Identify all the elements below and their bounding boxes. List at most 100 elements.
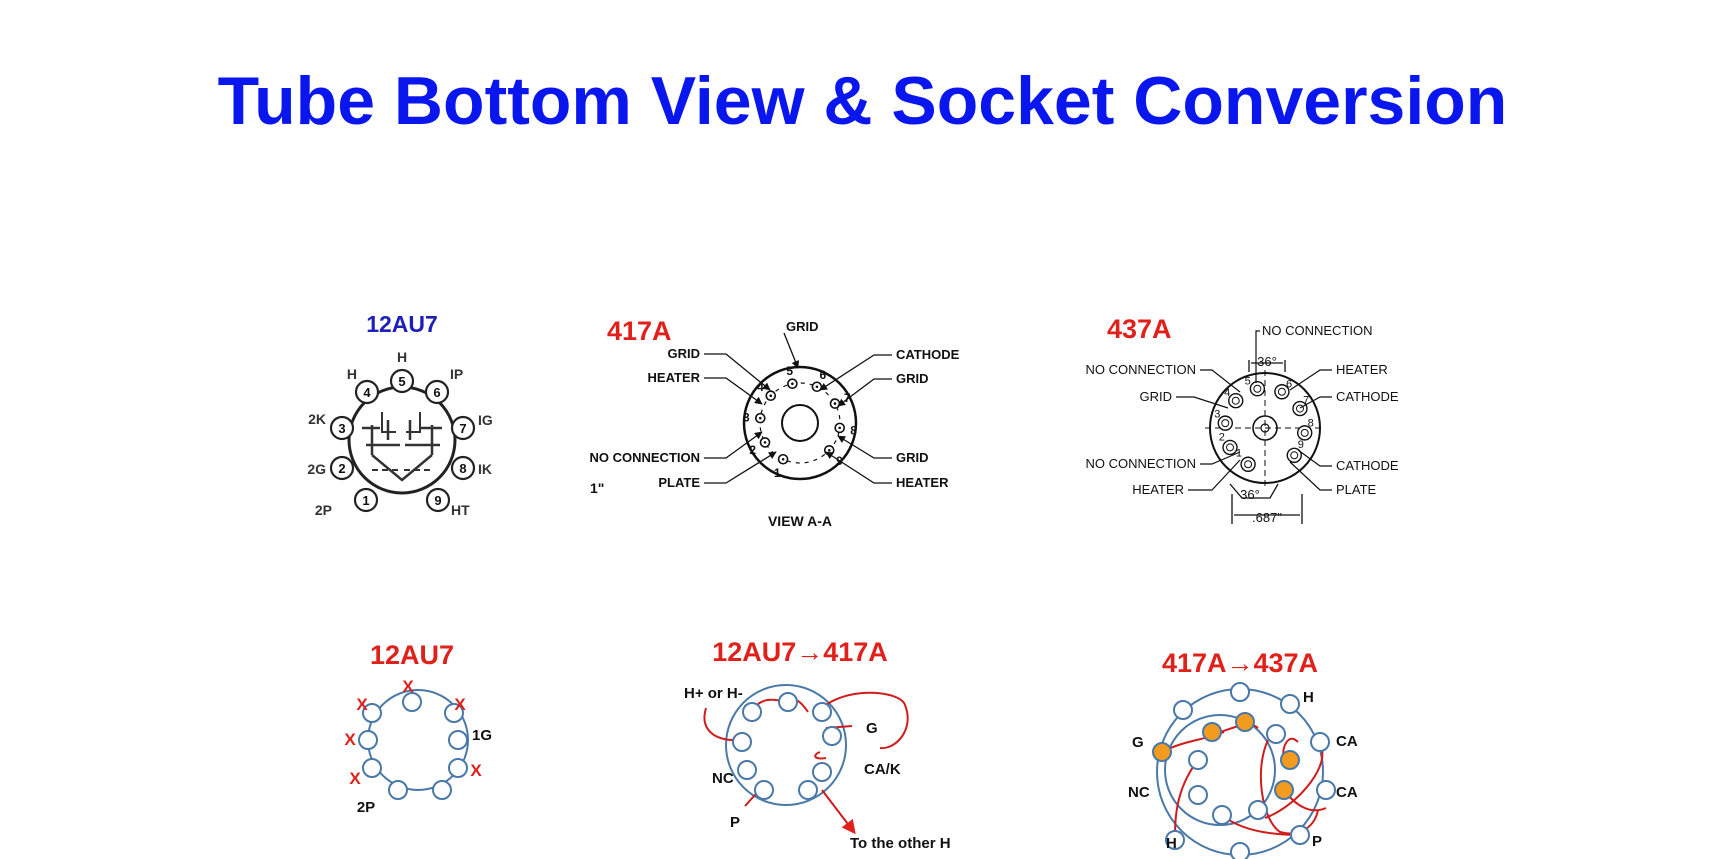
callout-leader <box>837 378 892 407</box>
pin-circle <box>448 730 468 750</box>
callout-label: GRID <box>896 371 929 386</box>
pin-label: 1G <box>472 727 492 744</box>
pin-socket <box>1286 447 1302 463</box>
pin-circle <box>389 368 415 394</box>
pin-number: 1 <box>774 466 781 480</box>
mapped-pin <box>1280 750 1300 770</box>
pin-label: CA/K <box>864 761 901 778</box>
pin-number: 4 <box>363 385 371 400</box>
pin-number: 9 <box>434 493 441 508</box>
pin-circle <box>812 702 832 722</box>
callout-label: NO CONNECTION <box>1086 456 1197 471</box>
pin-label: CA <box>1336 784 1358 801</box>
inner-pin <box>1188 785 1208 805</box>
outer-pin <box>1230 682 1250 702</box>
pin-number: 5 <box>398 374 405 389</box>
pin-label: H <box>1166 835 1177 852</box>
pin-number: 5 <box>786 364 793 378</box>
wire-to-other-h <box>821 789 856 835</box>
pin-circle <box>812 762 832 782</box>
pin-label: IK <box>478 461 492 477</box>
pin-label: CA <box>1336 733 1358 750</box>
callout-label: GRID <box>786 319 819 334</box>
callout-leader <box>1200 369 1241 393</box>
page-title: Tube Bottom View & Socket Conversion <box>217 63 1508 139</box>
callout-label: NO CONNECTION <box>1262 323 1373 338</box>
pin-label: P <box>1312 833 1322 850</box>
mapped-pin <box>1274 780 1294 800</box>
pin-circle <box>402 692 422 712</box>
unused-pin-mark: X <box>454 695 466 714</box>
mapped-pin <box>1202 722 1222 742</box>
pin-number: 5 <box>1245 376 1251 388</box>
callout-leader <box>704 353 771 391</box>
pin-circle <box>822 726 842 746</box>
callout-leader <box>1200 451 1241 465</box>
pin-label: 2K <box>308 411 326 427</box>
pin-socket <box>1240 456 1256 472</box>
callout-label: HEATER <box>1132 482 1184 497</box>
ring-outline <box>725 684 847 806</box>
pin-number: 6 <box>433 385 440 400</box>
edge-mark: 1" <box>590 480 604 496</box>
outer-pin <box>1316 780 1336 800</box>
heading-12au7-top: 12AU7 <box>366 311 438 337</box>
heading-12au7-to-417a: 12AU7→417A <box>712 637 888 667</box>
outer-pin <box>1230 842 1250 859</box>
socket-outline <box>742 365 858 481</box>
pin-label: NC <box>1128 784 1150 801</box>
callout-label: PLATE <box>658 475 700 490</box>
callout-leader <box>704 377 763 405</box>
pin-number: 8 <box>1308 418 1314 430</box>
unused-pin-mark: X <box>344 730 356 749</box>
pin-circle <box>362 703 382 723</box>
inner-pin <box>1188 750 1208 770</box>
pin-circle <box>450 455 476 481</box>
unused-pin-mark: X <box>349 769 361 788</box>
pin-circle <box>329 455 355 481</box>
pin-number: 4 <box>757 380 764 394</box>
callout-leader <box>825 451 892 484</box>
callout-label: NO CONNECTION <box>590 450 701 465</box>
callout-leader <box>1297 449 1332 467</box>
outer-pin <box>1173 700 1193 720</box>
pin-circle <box>778 692 798 712</box>
callout-label: GRID <box>1140 389 1173 404</box>
mapped-pin <box>1235 712 1255 732</box>
pin-label: 2P <box>315 502 332 518</box>
pin-label: 2G <box>307 461 326 477</box>
callout-leader <box>1255 330 1260 383</box>
pin-number: 1 <box>1236 447 1242 459</box>
pin-number: 8 <box>850 424 857 438</box>
dimension-label: .687" <box>1252 510 1282 525</box>
pin-number: 9 <box>1298 439 1304 451</box>
angle-label-bottom: 36° <box>1240 487 1260 502</box>
callout-label: HEATER <box>1336 362 1388 377</box>
outer-pin <box>1152 742 1172 762</box>
heading-417a-top: 417A <box>607 316 672 346</box>
pin-circle <box>798 780 818 800</box>
inner-ring <box>1164 714 1276 826</box>
pin-socket <box>1217 415 1233 431</box>
pin-circle <box>354 379 380 405</box>
outer-pin <box>1165 830 1185 850</box>
pin-label: H <box>1303 689 1314 706</box>
pin-number: 7 <box>459 421 466 436</box>
pin-circle <box>425 487 451 513</box>
callout-label: GRID <box>896 450 929 465</box>
pin-label: P <box>730 814 740 831</box>
pin-label: G <box>1132 734 1144 751</box>
pin-circle <box>388 780 408 800</box>
pin-number: 6 <box>819 368 826 382</box>
callout-label: CATHODE <box>896 347 960 362</box>
pin-circle <box>424 379 450 405</box>
pin-socket <box>1292 400 1308 417</box>
callout-label: HEATER <box>648 370 701 385</box>
callout-leader <box>1289 369 1332 391</box>
callout-leader <box>704 451 777 484</box>
pin-label: IG <box>478 412 493 428</box>
